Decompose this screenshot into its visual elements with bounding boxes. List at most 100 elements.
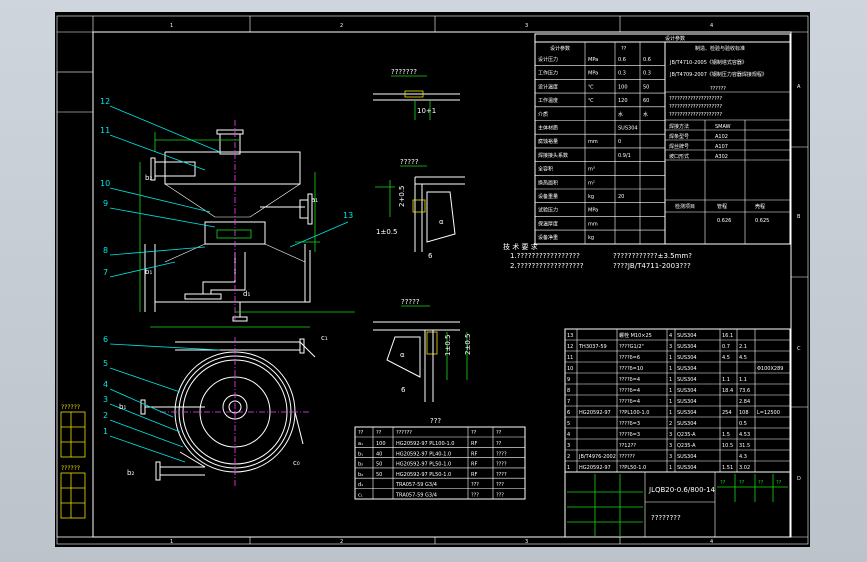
balloon-9: 9	[103, 199, 108, 208]
design-cell: mm	[588, 139, 598, 145]
design-cell: m³	[588, 167, 595, 173]
bom-cell: SUS304	[677, 454, 697, 460]
design-cell: 120	[618, 98, 628, 104]
bom-cell: 2.84	[739, 399, 750, 405]
bom-cell: HG20592-97	[579, 410, 611, 416]
bom-cell: 4.3	[739, 454, 747, 460]
bom-cell: 2.1	[739, 344, 747, 350]
detail-c-title: ?????	[401, 298, 420, 306]
design-std-2: JB/T4709-2007《钢制压力容器焊接规程》	[669, 71, 767, 78]
bom-cell: ????δ=3	[619, 432, 640, 438]
drawing-name: ????????	[651, 514, 681, 522]
grid-row-d: D	[797, 476, 801, 482]
nozzle-header-cell: ??????	[396, 430, 412, 436]
detail-c-weld: α	[400, 351, 405, 359]
bom-cell: HG20592-97	[579, 465, 611, 471]
bom-cell: 3	[567, 443, 570, 449]
bom-cell: 108	[739, 410, 749, 416]
design-right-value: A107	[715, 144, 728, 150]
bom-cell: L=12500	[757, 410, 780, 416]
design-cell: 0.6	[618, 57, 626, 63]
bom-cell: 4.5	[739, 355, 747, 361]
nozzle-table-header: ??????????????	[355, 430, 525, 438]
nozzle-label-b1: b₁	[145, 268, 152, 276]
bom-cell: ??????	[619, 454, 635, 460]
bom-cell: JB/T4976-2002	[578, 454, 616, 460]
bom-cell: 0.5	[739, 421, 747, 427]
bom-cell: Q235-A	[677, 443, 696, 449]
bom-cell: 73.6	[739, 388, 750, 394]
design-cell: MPa	[588, 71, 598, 77]
plan-view	[140, 311, 355, 487]
nozzle-cell: c₁	[358, 493, 363, 499]
design-table-left-h1: ??	[621, 46, 627, 52]
design-cell: m²	[588, 180, 595, 186]
nozzle-cell: RF	[471, 472, 477, 478]
bom-cell: 1.51	[722, 465, 733, 471]
design-cell: 主体材质	[538, 125, 558, 132]
nozzle-cell: 50	[376, 462, 382, 468]
gauge-value-1: 0.625	[755, 218, 769, 224]
bom-cell: 0.7	[722, 344, 730, 350]
bom-cell: SUS304	[677, 399, 697, 405]
design-data-table: 设计参数 设计参数 ?? 制造、检验与验收标准 JB/T4710-2005《钢制…	[534, 33, 791, 245]
elevation-view	[139, 120, 320, 328]
design-cell: 试验压力	[538, 207, 558, 214]
nozzle-cell: ??	[496, 441, 502, 447]
detail-b-title: ?????	[400, 158, 419, 166]
revision-h1: ??	[739, 480, 745, 486]
bom-cell: 1	[669, 399, 672, 405]
nozzle-cell: ????	[496, 451, 507, 457]
tech-req-line1: 1.?????????????????	[510, 252, 580, 260]
design-note-1: ????????????????????	[669, 96, 722, 102]
bom-cell: 8	[567, 388, 570, 394]
nozzle-cell: HG20592-97 PL50-1.0	[396, 472, 451, 478]
detail-c-dim-a: 1±0.5	[444, 335, 452, 356]
design-cell: 0	[618, 139, 621, 145]
nozzle-cell: d₁	[358, 482, 363, 488]
nozzle-cell: ????	[496, 462, 507, 468]
design-cell: 介质	[538, 111, 548, 118]
nozzle-label-c0: c₀	[293, 459, 300, 467]
revision-h0: ??	[720, 480, 726, 486]
design-cell: 0.3	[643, 71, 651, 77]
bom-cell: Φ100X289	[757, 366, 783, 372]
grid-col-2-bottom: 2	[340, 539, 343, 545]
design-cell: 设计压力	[538, 56, 558, 63]
bom-cell: 5	[567, 421, 570, 427]
design-cell: 保温厚度	[538, 220, 558, 227]
design-cell: 工作压力	[538, 70, 558, 77]
design-cell: 100	[618, 84, 628, 90]
bom-cell: ????δ=3	[619, 421, 640, 427]
bom-cell: 6	[567, 410, 570, 416]
design-right-label: 坡口形式	[669, 153, 689, 160]
nozzle-cell: HG20592-97 PL50-1.0	[396, 462, 451, 468]
bom-cell: 1	[669, 377, 672, 383]
design-cell: 水	[618, 111, 623, 118]
balloon-12: 12	[100, 97, 110, 106]
left-strip: ?????? ??????	[60, 404, 86, 519]
design-right-label: 焊丝牌号	[669, 143, 689, 150]
nozzle-table-title: ???	[430, 417, 441, 425]
bom-cell: ??12??	[619, 443, 636, 449]
design-cell: kg	[588, 235, 594, 241]
nozzle-header-cell: ??	[471, 430, 477, 436]
design-cell: 水	[643, 111, 648, 118]
detail-b-dim-left: 1±0.5	[376, 228, 397, 236]
drawing-sheet[interactable]: 1 2 3 4 1 2 3 4 A B C D ?????? ??????	[55, 12, 810, 547]
design-cell: ℃	[588, 98, 594, 104]
gauge-header-1: 管程	[717, 203, 727, 210]
grid-row-c: C	[797, 346, 801, 352]
grid-row-b: B	[797, 214, 801, 220]
design-cell: 设计温度	[538, 83, 558, 90]
nozzle-cell: ???	[496, 482, 504, 488]
nozzle-cell: a₁	[358, 441, 363, 447]
bom-cell: 10.5	[722, 443, 733, 449]
design-cell: MPa	[588, 208, 598, 214]
bom-cell: SUS304	[677, 344, 697, 350]
nozzle-cell: ???	[471, 493, 479, 499]
design-cell: 设备净重	[538, 234, 558, 241]
